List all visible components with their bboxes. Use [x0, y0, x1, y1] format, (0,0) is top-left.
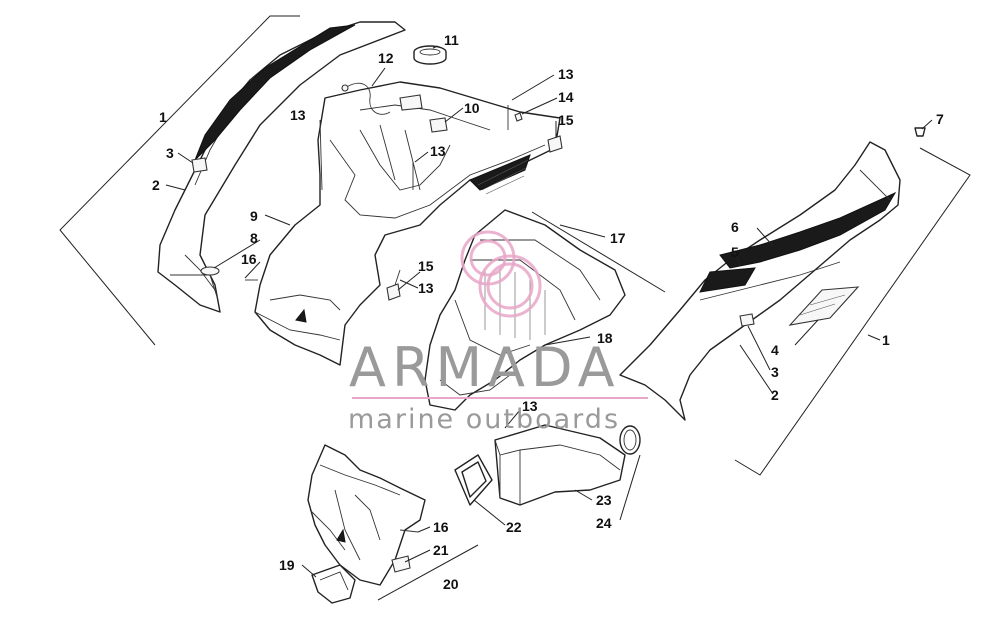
hood-assembly [254, 81, 561, 366]
fascia-arrow-mark [336, 528, 346, 543]
callout-9: 9 [250, 208, 258, 224]
watermark-logo [460, 230, 542, 318]
callout-20: 20 [443, 576, 459, 592]
decal-4 [788, 286, 860, 326]
right-panel-stripe-lower [699, 267, 756, 293]
lower-fascia-group [307, 444, 479, 604]
callout-7: 7 [936, 111, 944, 127]
callout-12: 12 [378, 50, 394, 66]
callout-13-top: 13 [558, 66, 574, 82]
callout-2-left: 2 [152, 177, 160, 193]
filler-cap [413, 45, 447, 65]
callout-21: 21 [433, 542, 449, 558]
callout-3-right: 3 [771, 364, 779, 380]
watermark-brand: ARMADA [349, 336, 621, 399]
air-duct [494, 424, 626, 506]
hood-clip [429, 117, 448, 133]
callout-6: 6 [731, 219, 739, 235]
callout-4: 4 [771, 342, 779, 358]
callout-1-right: 1 [882, 332, 890, 348]
callout-11: 11 [444, 32, 459, 48]
right-panel-badge [739, 313, 755, 327]
callout-13-center: 13 [430, 143, 446, 159]
callout-23: 23 [596, 492, 612, 508]
callout-24: 24 [596, 515, 612, 531]
callout-15-lower: 15 [418, 258, 434, 274]
clamp-24 [619, 425, 641, 455]
fascia-bracket-line [377, 544, 479, 601]
callout-14: 14 [558, 89, 574, 105]
hood-body [254, 81, 561, 366]
callout-8: 8 [250, 230, 258, 246]
callout-15-upper: 15 [558, 112, 574, 128]
hood-bracket [399, 94, 423, 111]
clip-14 [514, 112, 523, 122]
callout-19: 19 [279, 557, 295, 573]
screw-16-lower [399, 529, 419, 533]
callout-13-lower: 13 [418, 280, 434, 296]
callout-18: 18 [597, 330, 613, 346]
fascia-bracket-19 [311, 564, 356, 604]
callout-5: 5 [731, 244, 739, 260]
callout-10: 10 [464, 100, 480, 116]
callout-2-right: 2 [771, 387, 779, 403]
left-panel-stripe [194, 24, 356, 161]
left-side-panel [157, 21, 406, 313]
screws [245, 105, 509, 286]
air-duct-group [454, 424, 641, 506]
left-group-bracket [59, 15, 300, 346]
right-side-panel-group [619, 127, 971, 476]
callout-22: 22 [506, 519, 522, 535]
hood-arrow-mark [295, 308, 307, 323]
callout-16-upper: 16 [241, 251, 257, 267]
callout-13-bottom: 13 [522, 398, 538, 414]
storage-tray [424, 209, 626, 411]
left-side-panel-group [59, 15, 406, 346]
watermark-tagline: marine outboards [348, 404, 620, 435]
watermark: ARMADA marine outboards [348, 230, 648, 435]
callout-16-lower: 16 [433, 519, 449, 535]
tray-bracket [531, 211, 666, 293]
right-group-bracket [734, 147, 971, 476]
callout-17: 17 [610, 230, 626, 246]
leader-lines [165, 45, 933, 578]
callout-1-left: 1 [159, 109, 167, 125]
right-side-panel [619, 141, 901, 421]
callout-labels: 1 3 2 9 8 16 12 11 13 14 15 10 13 13 15 … [152, 32, 944, 592]
left-panel-badge [191, 157, 208, 173]
decal-oval [200, 266, 220, 276]
decal-21 [391, 555, 411, 573]
harness-cable [344, 82, 391, 115]
right-panel-stripe-upper [719, 191, 897, 269]
clip-15-lower [386, 283, 401, 301]
callout-13-left: 13 [290, 107, 306, 123]
push-rivet-7 [914, 127, 926, 137]
callout-3-left: 3 [166, 145, 174, 161]
